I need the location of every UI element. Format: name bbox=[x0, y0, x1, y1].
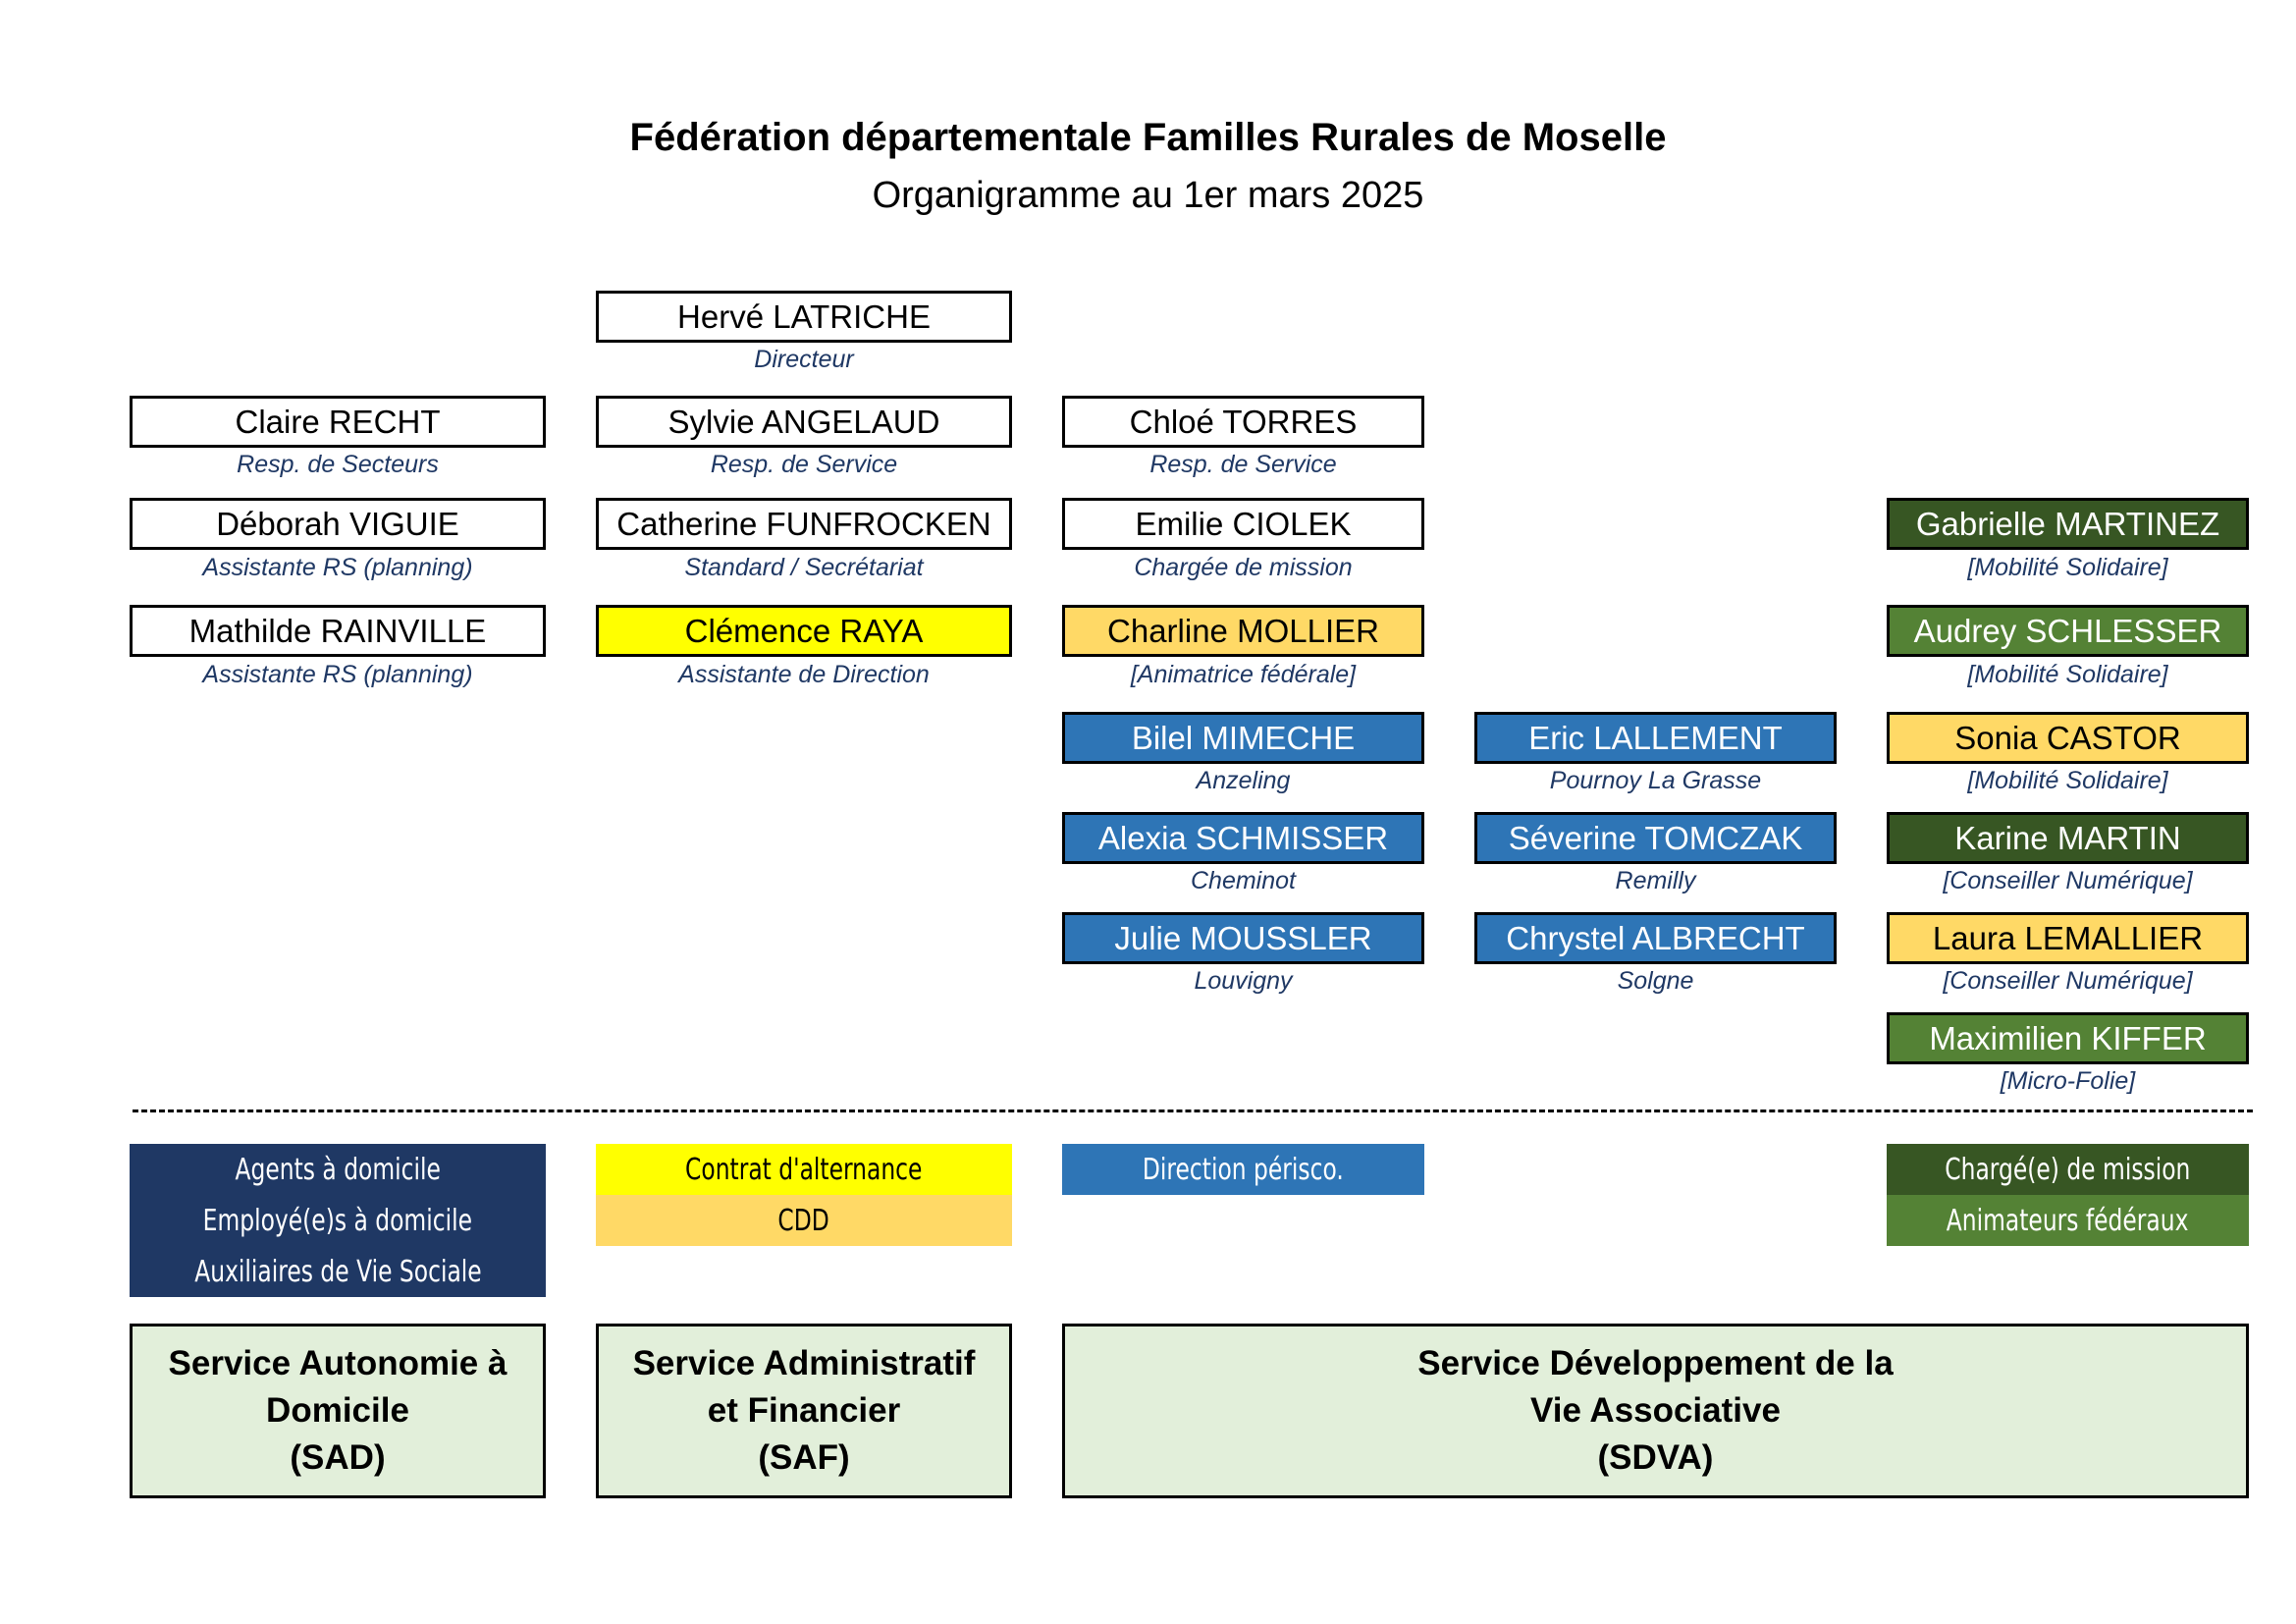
person-role: Pournoy La Grasse bbox=[1549, 767, 1762, 794]
person-name: Karine MARTIN bbox=[1954, 819, 2181, 856]
person-box-lallement: Eric LALLEMENT bbox=[1474, 712, 1837, 764]
service-line: et Financier bbox=[707, 1391, 901, 1430]
person-box-martinez: Gabrielle MARTINEZ bbox=[1887, 498, 2249, 550]
service-saf: Service Administratif et Financier (SAF) bbox=[596, 1324, 1012, 1498]
person-name: Catherine FUNFROCKEN bbox=[616, 505, 991, 542]
legend-cdd: CDD bbox=[596, 1195, 1012, 1246]
person-name: Emilie CIOLEK bbox=[1135, 505, 1352, 542]
person-role: [Conseiller Numérique] bbox=[1943, 967, 2193, 995]
legend-periscolaire: Direction périsco. bbox=[1062, 1144, 1424, 1195]
legend-alternance: Contrat d'alternance bbox=[596, 1144, 1012, 1195]
person-role: Anzeling bbox=[1196, 767, 1291, 794]
person-name: Séverine TOMCZAK bbox=[1508, 819, 1803, 856]
person-role: [Micro-Folie] bbox=[2000, 1067, 2136, 1095]
person-role: Resp. de Secteurs bbox=[237, 451, 439, 478]
person-role: Assistante RS (planning) bbox=[202, 661, 473, 688]
person-role: Remilly bbox=[1615, 867, 1696, 894]
document-subtitle: Organigramme au 1er mars 2025 bbox=[872, 175, 1424, 216]
legend-label: CDD bbox=[777, 1203, 830, 1238]
legend-animateurs: Animateurs fédéraux bbox=[1887, 1195, 2249, 1246]
person-box-latriche: Hervé LATRICHE bbox=[596, 291, 1012, 343]
service-line: Service Autonomie à bbox=[168, 1344, 507, 1382]
person-box-rainville: Mathilde RAINVILLE bbox=[130, 605, 546, 657]
person-name: Laura LEMALLIER bbox=[1932, 919, 2204, 956]
person-box-schmisser: Alexia SCHMISSER bbox=[1062, 812, 1424, 864]
person-role: Directeur bbox=[754, 346, 854, 373]
person-box-albrecht: Chrystel ALBRECHT bbox=[1474, 912, 1837, 964]
person-name: Hervé LATRICHE bbox=[677, 298, 931, 335]
person-role: [Mobilité Solidaire] bbox=[1967, 661, 2168, 688]
person-role: Resp. de Service bbox=[1149, 451, 1337, 478]
service-line: (SAD) bbox=[290, 1438, 386, 1477]
person-role: [Conseiller Numérique] bbox=[1943, 867, 2193, 894]
person-name: Alexia SCHMISSER bbox=[1097, 819, 1389, 856]
person-box-moussler: Julie MOUSSLER bbox=[1062, 912, 1424, 964]
service-sad: Service Autonomie à Domicile (SAD) bbox=[130, 1324, 546, 1498]
person-box-mollier: Charline MOLLIER bbox=[1062, 605, 1424, 657]
person-box-ciolek: Emilie CIOLEK bbox=[1062, 498, 1424, 550]
person-box-lemallier: Laura LEMALLIER bbox=[1887, 912, 2249, 964]
person-name: Sonia CASTOR bbox=[1954, 719, 2181, 756]
document-title: Fédération départementale Familles Rural… bbox=[629, 116, 1667, 159]
person-box-tomczak: Séverine TOMCZAK bbox=[1474, 812, 1837, 864]
person-box-angelaud: Sylvie ANGELAUD bbox=[596, 396, 1012, 448]
legend-agents: Agents à domicile bbox=[130, 1144, 546, 1195]
person-name: Audrey SCHLESSER bbox=[1913, 612, 2222, 649]
person-role: Chargée de mission bbox=[1134, 554, 1353, 581]
person-name: Clémence RAYA bbox=[684, 612, 924, 649]
person-name: Bilel MIMECHE bbox=[1131, 719, 1356, 756]
person-role: [Mobilité Solidaire] bbox=[1967, 554, 2168, 581]
dashed-separator bbox=[133, 1110, 2253, 1112]
person-role: [Animatrice fédérale] bbox=[1130, 661, 1357, 688]
person-role: Assistante RS (planning) bbox=[202, 554, 473, 581]
legend-label: Auxiliaires de Vie Sociale bbox=[193, 1254, 482, 1289]
service-line: Domicile bbox=[266, 1391, 409, 1430]
legend-label: Direction périsco. bbox=[1143, 1152, 1344, 1187]
legend-label: Contrat d'alternance bbox=[685, 1152, 923, 1187]
legend-label: Employé(e)s à domicile bbox=[202, 1203, 473, 1238]
person-name: Chrystel ALBRECHT bbox=[1506, 919, 1805, 956]
legend-label: Chargé(e) de mission bbox=[1945, 1152, 2191, 1187]
person-box-kiffer: Maximilien KIFFER bbox=[1887, 1012, 2249, 1064]
person-role: Resp. de Service bbox=[710, 451, 898, 478]
person-role: [Mobilité Solidaire] bbox=[1967, 767, 2168, 794]
person-box-martin: Karine MARTIN bbox=[1887, 812, 2249, 864]
service-line: Vie Associative bbox=[1530, 1391, 1781, 1430]
person-role: Standard / Secrétariat bbox=[684, 554, 924, 581]
person-box-funfrocken: Catherine FUNFROCKEN bbox=[596, 498, 1012, 550]
person-box-schlesser: Audrey SCHLESSER bbox=[1887, 605, 2249, 657]
person-role: Assistante de Direction bbox=[678, 661, 930, 688]
person-role: Louvigny bbox=[1194, 967, 1293, 995]
service-sdva: Service Développement de la Vie Associat… bbox=[1062, 1324, 2249, 1498]
person-box-mimeche: Bilel MIMECHE bbox=[1062, 712, 1424, 764]
service-line: Service Développement de la bbox=[1417, 1344, 1894, 1382]
person-name: Eric LALLEMENT bbox=[1528, 719, 1783, 756]
legend-charge-mission: Chargé(e) de mission bbox=[1887, 1144, 2249, 1195]
person-name: Claire RECHT bbox=[235, 403, 441, 440]
person-name: Mathilde RAINVILLE bbox=[188, 612, 487, 649]
person-box-recht: Claire RECHT bbox=[130, 396, 546, 448]
person-name: Charline MOLLIER bbox=[1107, 612, 1379, 649]
legend-label: Agents à domicile bbox=[235, 1152, 441, 1187]
person-name: Julie MOUSSLER bbox=[1114, 919, 1372, 956]
service-line: Service Administratif bbox=[632, 1344, 976, 1382]
person-role: Solgne bbox=[1617, 967, 1694, 995]
legend-auxiliaires: Auxiliaires de Vie Sociale bbox=[130, 1246, 546, 1297]
person-box-torres: Chloé TORRES bbox=[1062, 396, 1424, 448]
person-box-raya: Clémence RAYA bbox=[596, 605, 1012, 657]
service-line: (SDVA) bbox=[1597, 1438, 1714, 1477]
person-name: Sylvie ANGELAUD bbox=[667, 403, 940, 440]
person-name: Déborah VIGUIE bbox=[216, 505, 459, 542]
person-name: Gabrielle MARTINEZ bbox=[1915, 505, 2220, 542]
person-name: Maximilien KIFFER bbox=[1929, 1019, 2207, 1056]
person-name: Chloé TORRES bbox=[1129, 403, 1358, 440]
legend-label: Animateurs fédéraux bbox=[1947, 1203, 2189, 1238]
service-line: (SAF) bbox=[758, 1438, 850, 1477]
legend-employes: Employé(e)s à domicile bbox=[130, 1195, 546, 1246]
person-box-castor: Sonia CASTOR bbox=[1887, 712, 2249, 764]
person-role: Cheminot bbox=[1191, 867, 1296, 894]
person-box-viguie: Déborah VIGUIE bbox=[130, 498, 546, 550]
